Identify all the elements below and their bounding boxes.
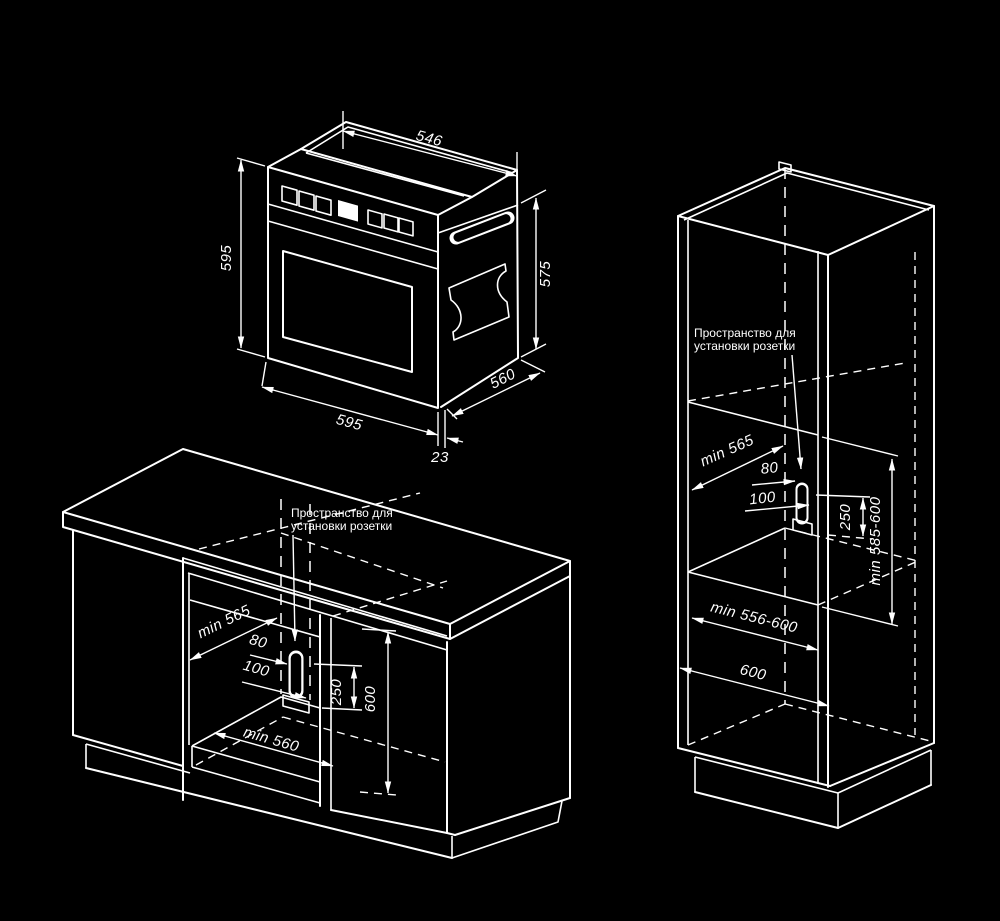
dim-base-socket-width: 80 [247,631,288,665]
svg-text:min 565: min 565 [195,602,254,642]
svg-text:min 565: min 565 [698,431,757,470]
svg-text:Пространство для: Пространство для [291,506,393,520]
oven-top-casing [267,121,518,198]
svg-text:min 556-600: min 556-600 [709,599,800,637]
svg-text:min 585-600: min 585-600 [867,496,884,585]
svg-text:546: 546 [414,127,444,150]
tall-cabinet-drawing: Пространство для установки розетки min 5… [677,161,935,829]
tall-cabinet-socket-symbol [792,482,813,536]
dim-tall-socket-width: 80 [751,459,796,486]
svg-text:80: 80 [247,631,269,652]
svg-text:600: 600 [362,686,379,713]
oven-door-window [282,250,413,373]
svg-text:80: 80 [760,459,780,478]
dim-base-socket-clearance: 100 [241,657,307,699]
svg-text:установки розетки: установки розетки [694,339,795,353]
svg-text:100: 100 [241,657,271,681]
dim-oven-top-width: 546 [342,111,518,177]
base-cabinet-hidden-edges [195,492,448,766]
dim-tall-niche-height: min 585-600 [821,436,899,627]
tall-cabinet-socket-label: Пространство для установки розетки [694,326,804,470]
dim-tall-socket-clearance: 100 [744,489,810,512]
dim-oven-front-width: 595 [261,361,439,446]
dim-oven-depth: 560 [446,359,546,420]
svg-text:250: 250 [837,504,854,532]
svg-text:600: 600 [738,661,768,684]
base-cabinet-plinth [85,743,563,859]
dim-oven-front-height: 595 [218,157,266,358]
svg-text:595: 595 [218,245,235,272]
tall-cabinet-niche [687,362,919,606]
oven-side-face [437,169,519,408]
svg-text:560: 560 [487,365,518,392]
tall-cabinet-top [677,161,935,256]
dim-tall-socket-height: 250 [815,494,873,540]
svg-text:min 560: min 560 [242,724,301,756]
tall-cabinet-plinth [694,749,932,829]
dim-base-opening-width: min 560 [213,724,334,767]
svg-text:23: 23 [430,449,449,466]
dim-tall-niche-width: min 556-600 [691,599,819,651]
oven-control-buttons [281,185,414,237]
dim-oven-side-height: 575 [520,189,554,358]
base-cabinet-niche-floor [191,696,321,804]
dim-base-opening-height: 600 [359,628,397,796]
svg-text:595: 595 [334,411,364,435]
dim-tall-cabinet-width: 600 [679,661,830,707]
tall-cabinet-bottom [677,703,935,829]
svg-text:установки розетки: установки розетки [291,519,392,533]
base-cabinet-socket-label: Пространство для установки розетки [291,506,393,642]
base-cabinet-socket-symbol [282,650,310,714]
oven-drawing: 546 595 575 595 23 [218,111,554,466]
svg-text:100: 100 [748,489,776,509]
oven-side-cutout [448,263,510,341]
leader-arrow [791,354,804,470]
base-cabinet-body [72,529,571,836]
leader-arrow [291,534,298,642]
dim-base-socket-height: 250 [313,663,363,711]
svg-text:Пространство для: Пространство для [694,326,796,340]
svg-text:575: 575 [537,261,554,288]
dim-oven-protrusion: 23 [430,410,464,466]
oven-display [338,200,358,222]
base-cabinet-drawing: Пространство для установки розетки min 5… [62,448,571,859]
svg-text:250: 250 [328,679,345,707]
